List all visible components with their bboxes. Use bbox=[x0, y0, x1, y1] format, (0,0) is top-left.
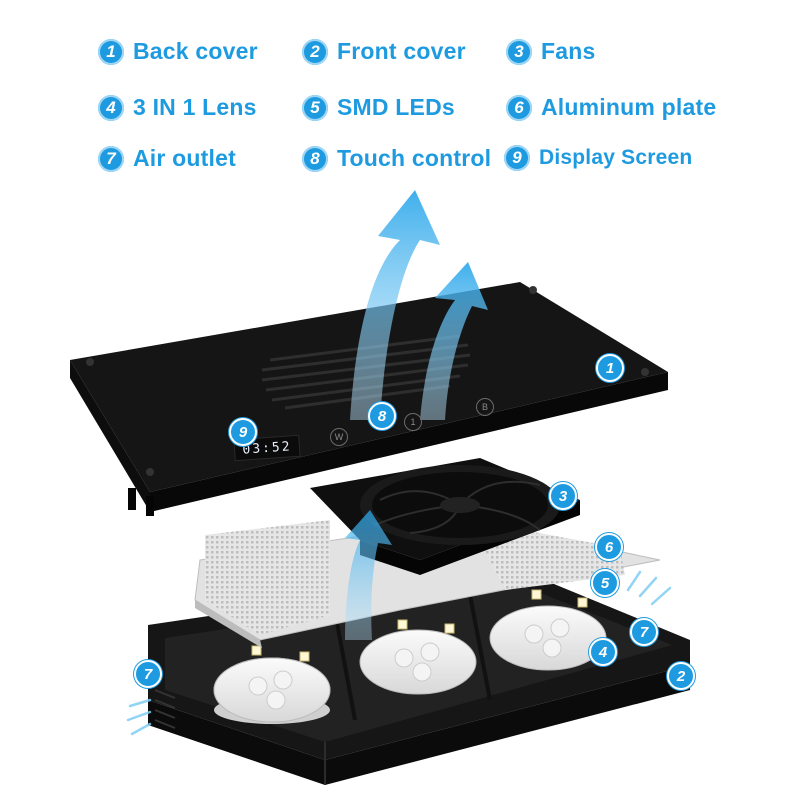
touch-button-b[interactable]: B bbox=[476, 398, 494, 416]
legend-item-air-outlet: 7 Air outlet bbox=[98, 145, 236, 172]
legend-label: Back cover bbox=[133, 38, 258, 64]
legend-badge: 5 bbox=[302, 94, 328, 121]
legend-label: Fans bbox=[541, 38, 596, 64]
legend-item-lens: 4 3 IN 1 Lens bbox=[98, 94, 257, 121]
callout-back-cover: 1 bbox=[596, 354, 624, 382]
legend-item-touch-control: 8 Touch control bbox=[302, 145, 491, 172]
lens-left bbox=[213, 657, 331, 724]
airflow-arrows bbox=[126, 190, 672, 736]
callout-display-screen: 9 bbox=[229, 418, 257, 446]
callout-front-cover: 2 bbox=[667, 662, 695, 690]
legend-label: Touch control bbox=[337, 145, 492, 171]
callout-smd-leds: 5 bbox=[591, 569, 619, 597]
legend-badge: 3 bbox=[506, 38, 532, 65]
lens-right bbox=[489, 605, 607, 671]
legend-label: 3 IN 1 Lens bbox=[133, 94, 257, 120]
legend-item-aluminum-plate: 6 Aluminum plate bbox=[506, 94, 716, 121]
legend-label: Front cover bbox=[337, 38, 466, 64]
legend-badge: 6 bbox=[506, 94, 532, 121]
callout-air-outlet-left: 7 bbox=[134, 660, 162, 688]
callout-aluminum-plate: 6 bbox=[595, 533, 623, 561]
legend-badge: 4 bbox=[98, 94, 124, 121]
legend-item-fans: 3 Fans bbox=[506, 38, 595, 65]
legend-badge: 8 bbox=[302, 145, 328, 172]
touch-button-1[interactable]: 1 bbox=[404, 413, 422, 431]
legend-label: SMD LEDs bbox=[337, 94, 455, 120]
callout-touch-control: 8 bbox=[368, 402, 396, 430]
screw-holes bbox=[86, 286, 649, 476]
lens-middle bbox=[359, 629, 477, 695]
legend-label: Air outlet bbox=[133, 145, 236, 171]
callout-lens: 4 bbox=[589, 638, 617, 666]
legend-badge: 1 bbox=[98, 38, 124, 65]
callout-fans: 3 bbox=[549, 482, 577, 510]
aluminum-plate bbox=[194, 519, 661, 648]
legend-badge: 2 bbox=[302, 38, 328, 65]
legend-badge: 7 bbox=[98, 145, 124, 172]
legend-badge: 9 bbox=[504, 145, 530, 171]
legend-item-front-cover: 2 Front cover bbox=[302, 38, 466, 65]
touch-button-w[interactable]: W bbox=[330, 428, 348, 446]
smd-leds bbox=[251, 589, 588, 662]
legend-label: Display Screen bbox=[539, 146, 693, 169]
legend-label: Aluminum plate bbox=[541, 94, 717, 120]
legend-item-display-screen: 9 Display Screen bbox=[504, 145, 692, 171]
callout-air-outlet-right: 7 bbox=[630, 618, 658, 646]
legend: 1 Back cover 2 Front cover 3 Fans 4 3 IN… bbox=[0, 0, 800, 190]
legend-item-back-cover: 1 Back cover bbox=[98, 38, 258, 65]
legend-item-smd-leds: 5 SMD LEDs bbox=[302, 94, 455, 121]
